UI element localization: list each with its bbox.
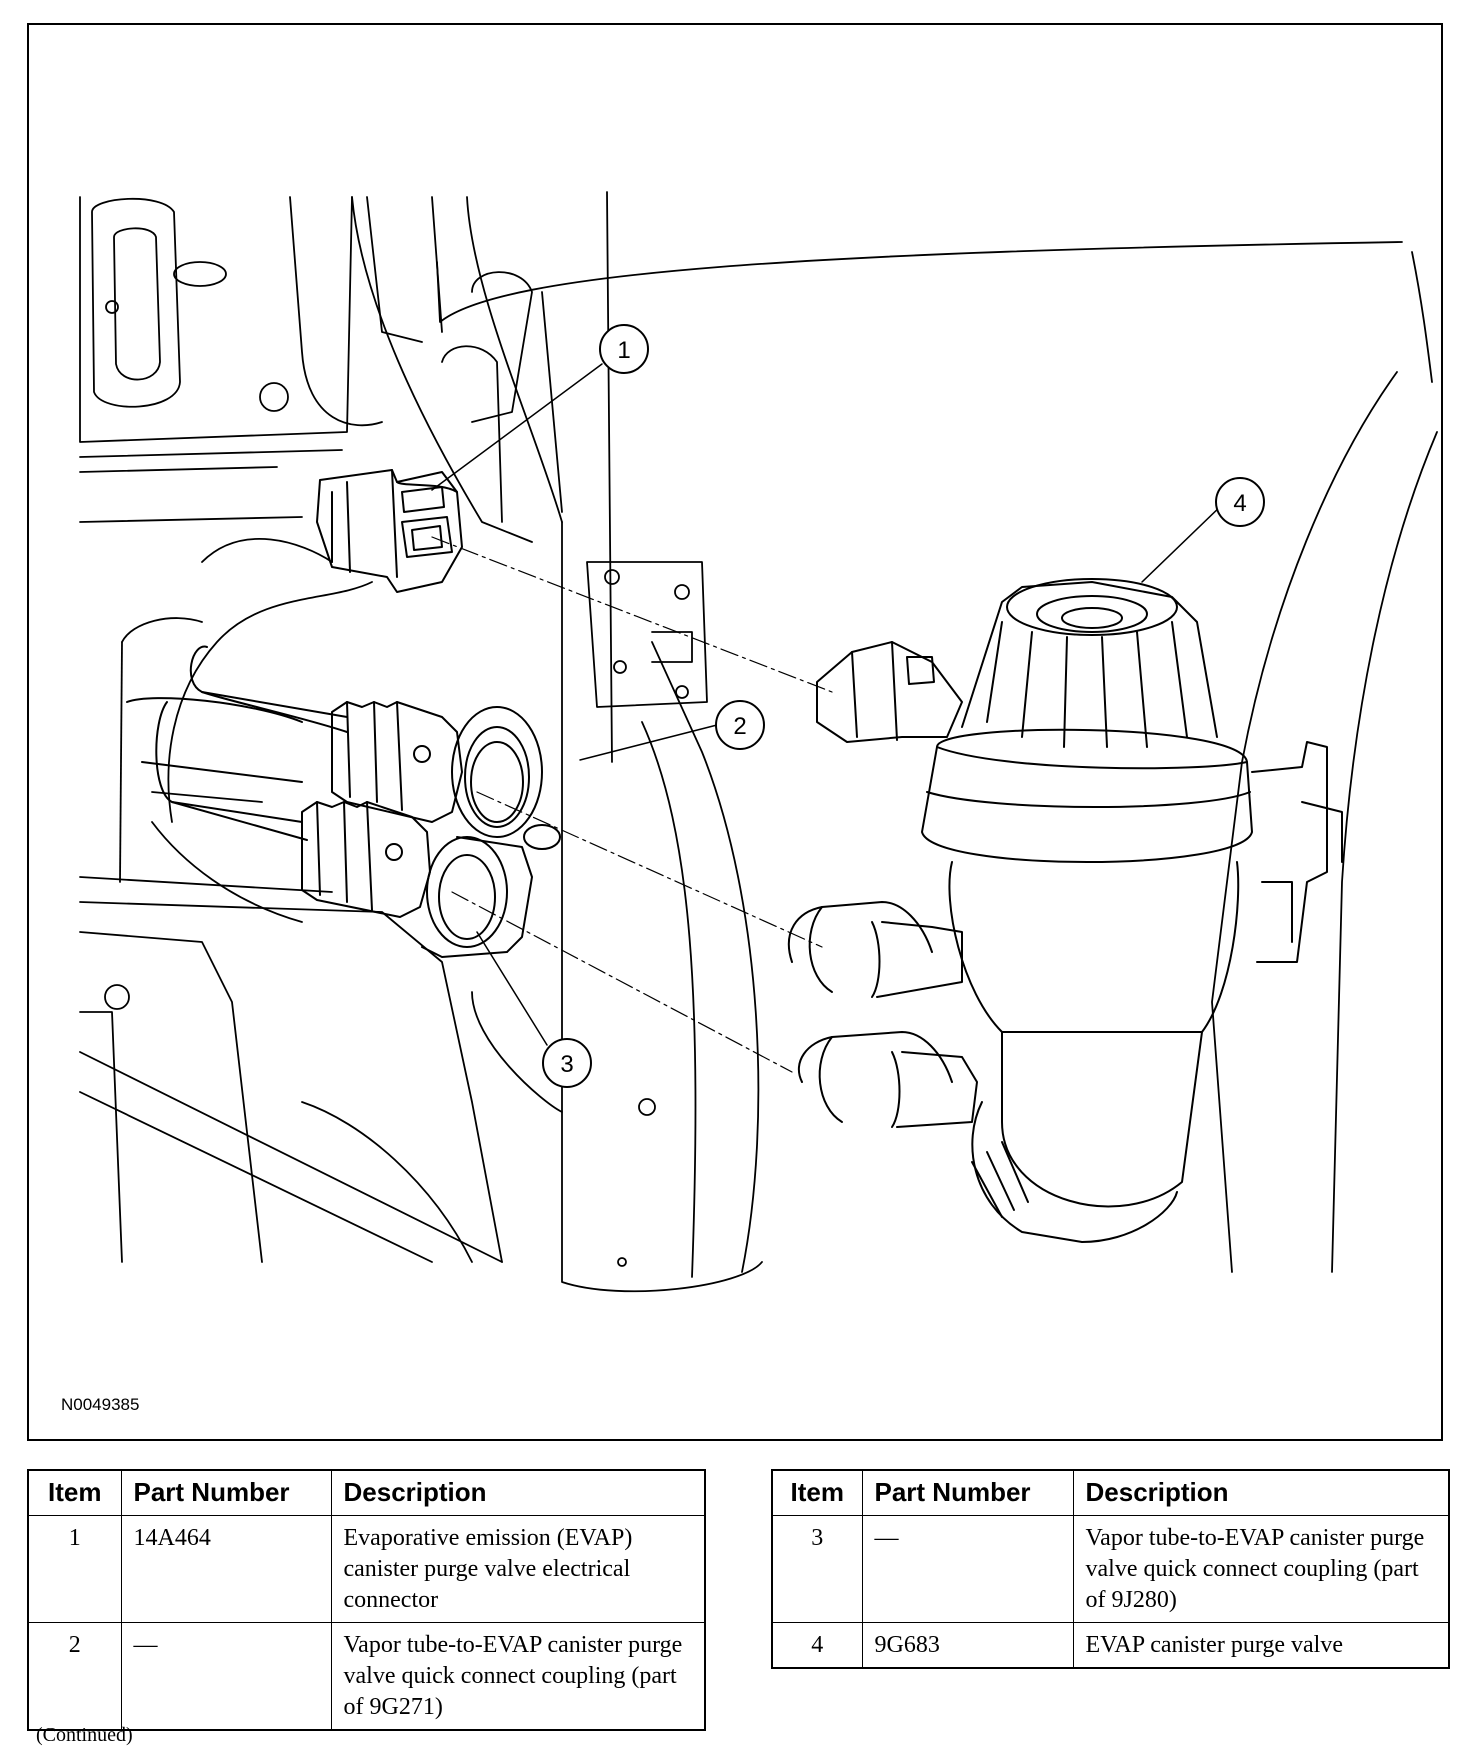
callout-4-label: 4 bbox=[1233, 490, 1246, 517]
cell-item: 2 bbox=[27, 1622, 122, 1731]
evap-canister-purge-valve bbox=[787, 578, 1343, 1243]
header-item: Item bbox=[771, 1469, 863, 1516]
cell-item: 1 bbox=[27, 1515, 122, 1623]
quick-connect-coupling-lower bbox=[301, 801, 561, 958]
header-description: Description bbox=[330, 1469, 706, 1516]
callout-1-label: 1 bbox=[617, 337, 630, 364]
callout-4: 4 bbox=[1215, 477, 1265, 527]
cell-part-number: — bbox=[861, 1515, 1074, 1623]
quick-connect-coupling-upper bbox=[331, 701, 543, 838]
continued-note: (Continued) bbox=[36, 1724, 133, 1746]
table-row: 3 — Vapor tube-to-EVAP canister purge va… bbox=[771, 1515, 1450, 1623]
evap-purge-valve-illustration: 1 2 3 4 bbox=[79, 191, 1438, 1293]
leader-lines bbox=[431, 363, 1226, 1046]
header-part-number: Part Number bbox=[120, 1469, 332, 1516]
alignment-lines bbox=[431, 536, 833, 1073]
header-part-number: Part Number bbox=[861, 1469, 1074, 1516]
callout-1: 1 bbox=[599, 324, 649, 374]
table-row: 1 14A464 Evaporative emission (EVAP) can… bbox=[27, 1515, 706, 1623]
electrical-connector bbox=[316, 469, 463, 593]
cell-description: Vapor tube-to-EVAP canister purge valve … bbox=[330, 1622, 706, 1731]
callout-3: 3 bbox=[542, 1038, 592, 1088]
body-structure bbox=[79, 191, 1438, 1293]
diagram-frame: 1 2 3 4 N0049385 bbox=[27, 23, 1443, 1441]
cell-description: Evaporative emission (EVAP) canister pur… bbox=[330, 1515, 706, 1623]
table-row: 4 9G683 EVAP canister purge valve bbox=[771, 1622, 1450, 1669]
callout-3-label: 3 bbox=[560, 1051, 573, 1078]
table-row: 2 — Vapor tube-to-EVAP canister purge va… bbox=[27, 1622, 706, 1731]
cell-part-number: 9G683 bbox=[861, 1622, 1074, 1669]
table-header-row: Item Part Number Description bbox=[27, 1469, 706, 1516]
cell-item: 4 bbox=[771, 1622, 863, 1669]
callout-2-label: 2 bbox=[733, 713, 746, 740]
header-item: Item bbox=[27, 1469, 122, 1516]
table-header-row: Item Part Number Description bbox=[771, 1469, 1450, 1516]
cell-description: EVAP canister purge valve bbox=[1072, 1622, 1450, 1669]
header-description: Description bbox=[1072, 1469, 1450, 1516]
cell-part-number: — bbox=[120, 1622, 332, 1731]
parts-table-right: Item Part Number Description 3 — Vapor t… bbox=[771, 1469, 1450, 1669]
cell-item: 3 bbox=[771, 1515, 863, 1623]
parts-table-left: Item Part Number Description 1 14A464 Ev… bbox=[27, 1469, 706, 1731]
callout-2: 2 bbox=[715, 700, 765, 750]
cell-description: Vapor tube-to-EVAP canister purge valve … bbox=[1072, 1515, 1450, 1623]
vapor-tubes bbox=[126, 645, 348, 841]
figure-id: N0049385 bbox=[61, 1395, 140, 1414]
cell-part-number: 14A464 bbox=[120, 1515, 332, 1623]
